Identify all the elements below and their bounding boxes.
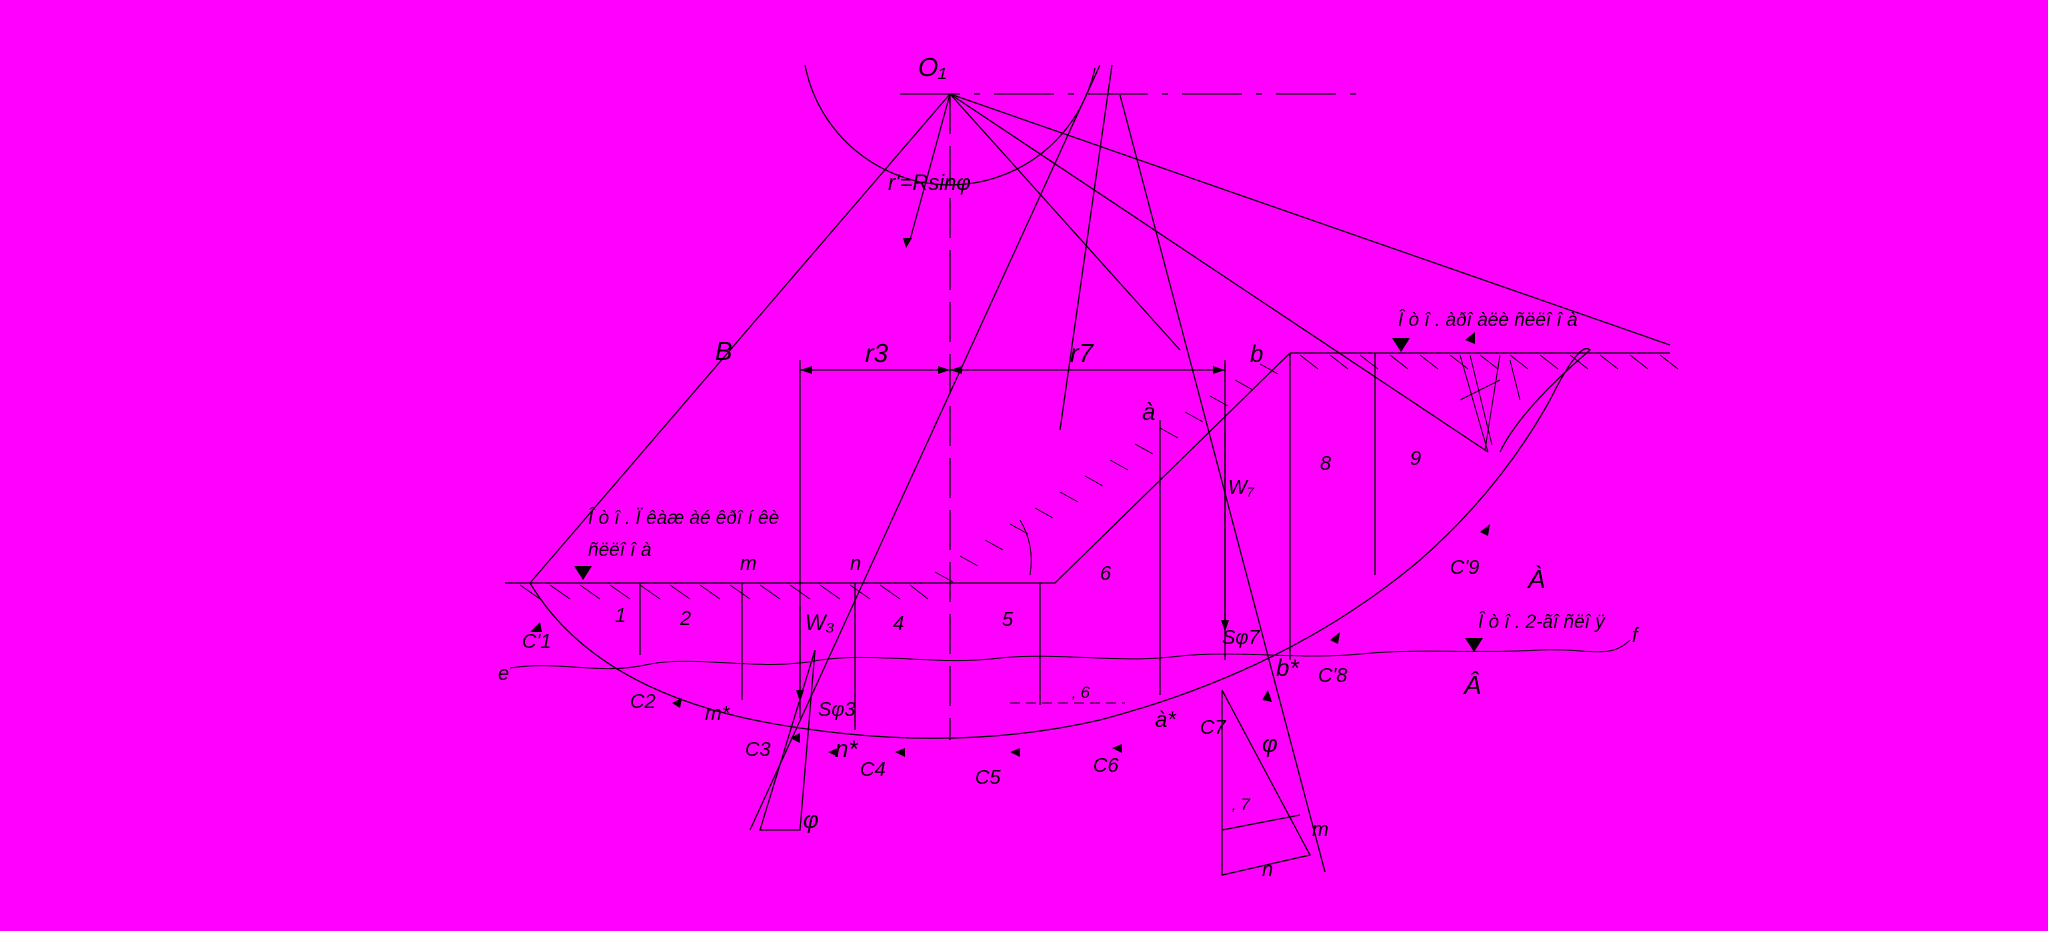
force-c5-label: C5	[975, 767, 1001, 789]
radius-upper	[949, 93, 1671, 346]
friction-circle	[804, 64, 1096, 186]
r7-label: r7	[1070, 338, 1095, 368]
point-n-star-label: n*	[835, 736, 858, 763]
groundwater-marker-left	[574, 566, 592, 580]
point-a-label: à	[1142, 399, 1155, 426]
force-c1-label: C'1	[522, 631, 551, 653]
annotation-left-line2: ñëëî î à	[588, 540, 651, 561]
dim-arrow-2	[938, 366, 950, 374]
slice-1-label: 1	[615, 605, 626, 627]
phi-label-bottom: φ	[803, 807, 819, 834]
force-c7-label: C7	[1200, 717, 1226, 739]
slice-4-label: 4	[893, 613, 904, 635]
phi-label-right: φ	[1262, 731, 1278, 758]
tangent-line-left	[749, 64, 1101, 831]
w7-arrowhead	[1221, 620, 1229, 632]
point-b-label: b	[1250, 341, 1263, 368]
s7-label: Sφ7	[1222, 627, 1260, 649]
radius-to-B	[529, 93, 951, 584]
point-B-label: B	[715, 336, 732, 366]
force-triangle-7-mid	[1221, 814, 1301, 831]
slope-face	[910, 352, 1291, 584]
point-m-star-label: m*	[705, 703, 731, 725]
slice-boundaries	[639, 353, 1376, 730]
force-c4-label: C4	[860, 759, 886, 781]
slice-2-label: 2	[679, 608, 691, 630]
alpha7-label: ‚ 7	[1231, 795, 1251, 814]
force-c8-label: C'8	[1318, 665, 1347, 687]
alpha6-label: ‚ 6	[1071, 683, 1091, 702]
annotation-right: Î ò î . 2-ãî ñëî ÿ	[1478, 611, 1606, 633]
point-A-lower-label: Â	[1462, 670, 1481, 700]
line-through-a-star	[1119, 94, 1326, 873]
force-arrows	[530, 332, 1490, 757]
r-prime-arrowhead	[903, 238, 912, 248]
s3-label: Sφ3	[818, 699, 856, 721]
radius-to-crest	[949, 93, 1489, 453]
point-m-label: m	[740, 553, 757, 575]
slice-6-label: 6	[1100, 563, 1112, 585]
radius-formula-label: r'=Rsinφ	[888, 170, 971, 195]
dim-arrow-3	[950, 366, 962, 374]
annotation-left-line1: Î ò î . Ï êàæ àé êðî í êè	[588, 507, 779, 529]
line-through-a	[1059, 64, 1113, 431]
slice-5-label: 5	[1002, 609, 1014, 631]
radius-a	[949, 93, 1181, 351]
force-triangle-3	[759, 649, 816, 831]
slip-surface-arc	[529, 347, 1591, 739]
force-c3-label: C3	[745, 739, 771, 761]
radius-r-prime	[909, 93, 951, 241]
tension-crack	[1459, 354, 1521, 453]
point-f-label: f	[1632, 625, 1640, 647]
groundwater-marker-right	[1465, 638, 1483, 652]
annotation-top-right: Î ò î . àðî àëè ñëëî î à	[1398, 309, 1578, 331]
r3-label: r3	[865, 338, 889, 368]
point-m-right-label: m	[1312, 819, 1329, 841]
force-c6-label: C6	[1093, 755, 1119, 777]
slice-8-label: 8	[1320, 453, 1331, 475]
point-b-star-label: b*	[1276, 655, 1299, 682]
point-A-upper-label: À	[1526, 564, 1545, 594]
slope-angle-arc	[1019, 519, 1032, 576]
point-a-star-label: à*	[1155, 707, 1177, 732]
dim-arrow-4	[1213, 366, 1225, 374]
force-c9-label: C'9	[1450, 557, 1479, 579]
center-label: O₁	[918, 52, 946, 82]
dim-arrow-1	[800, 366, 812, 374]
force-triangle-7	[1221, 689, 1311, 876]
water-table-line	[509, 639, 1631, 670]
point-e-label: e	[498, 663, 509, 685]
slice-9-label: 9	[1410, 448, 1421, 470]
w7-label: W₇	[1228, 477, 1255, 499]
groundwater-marker-top	[1392, 338, 1410, 352]
force-c2-label: C2	[630, 691, 656, 713]
point-n-right-label: n	[1262, 859, 1273, 881]
point-n-label: n	[850, 553, 861, 575]
w3-label: W₃	[805, 610, 835, 635]
